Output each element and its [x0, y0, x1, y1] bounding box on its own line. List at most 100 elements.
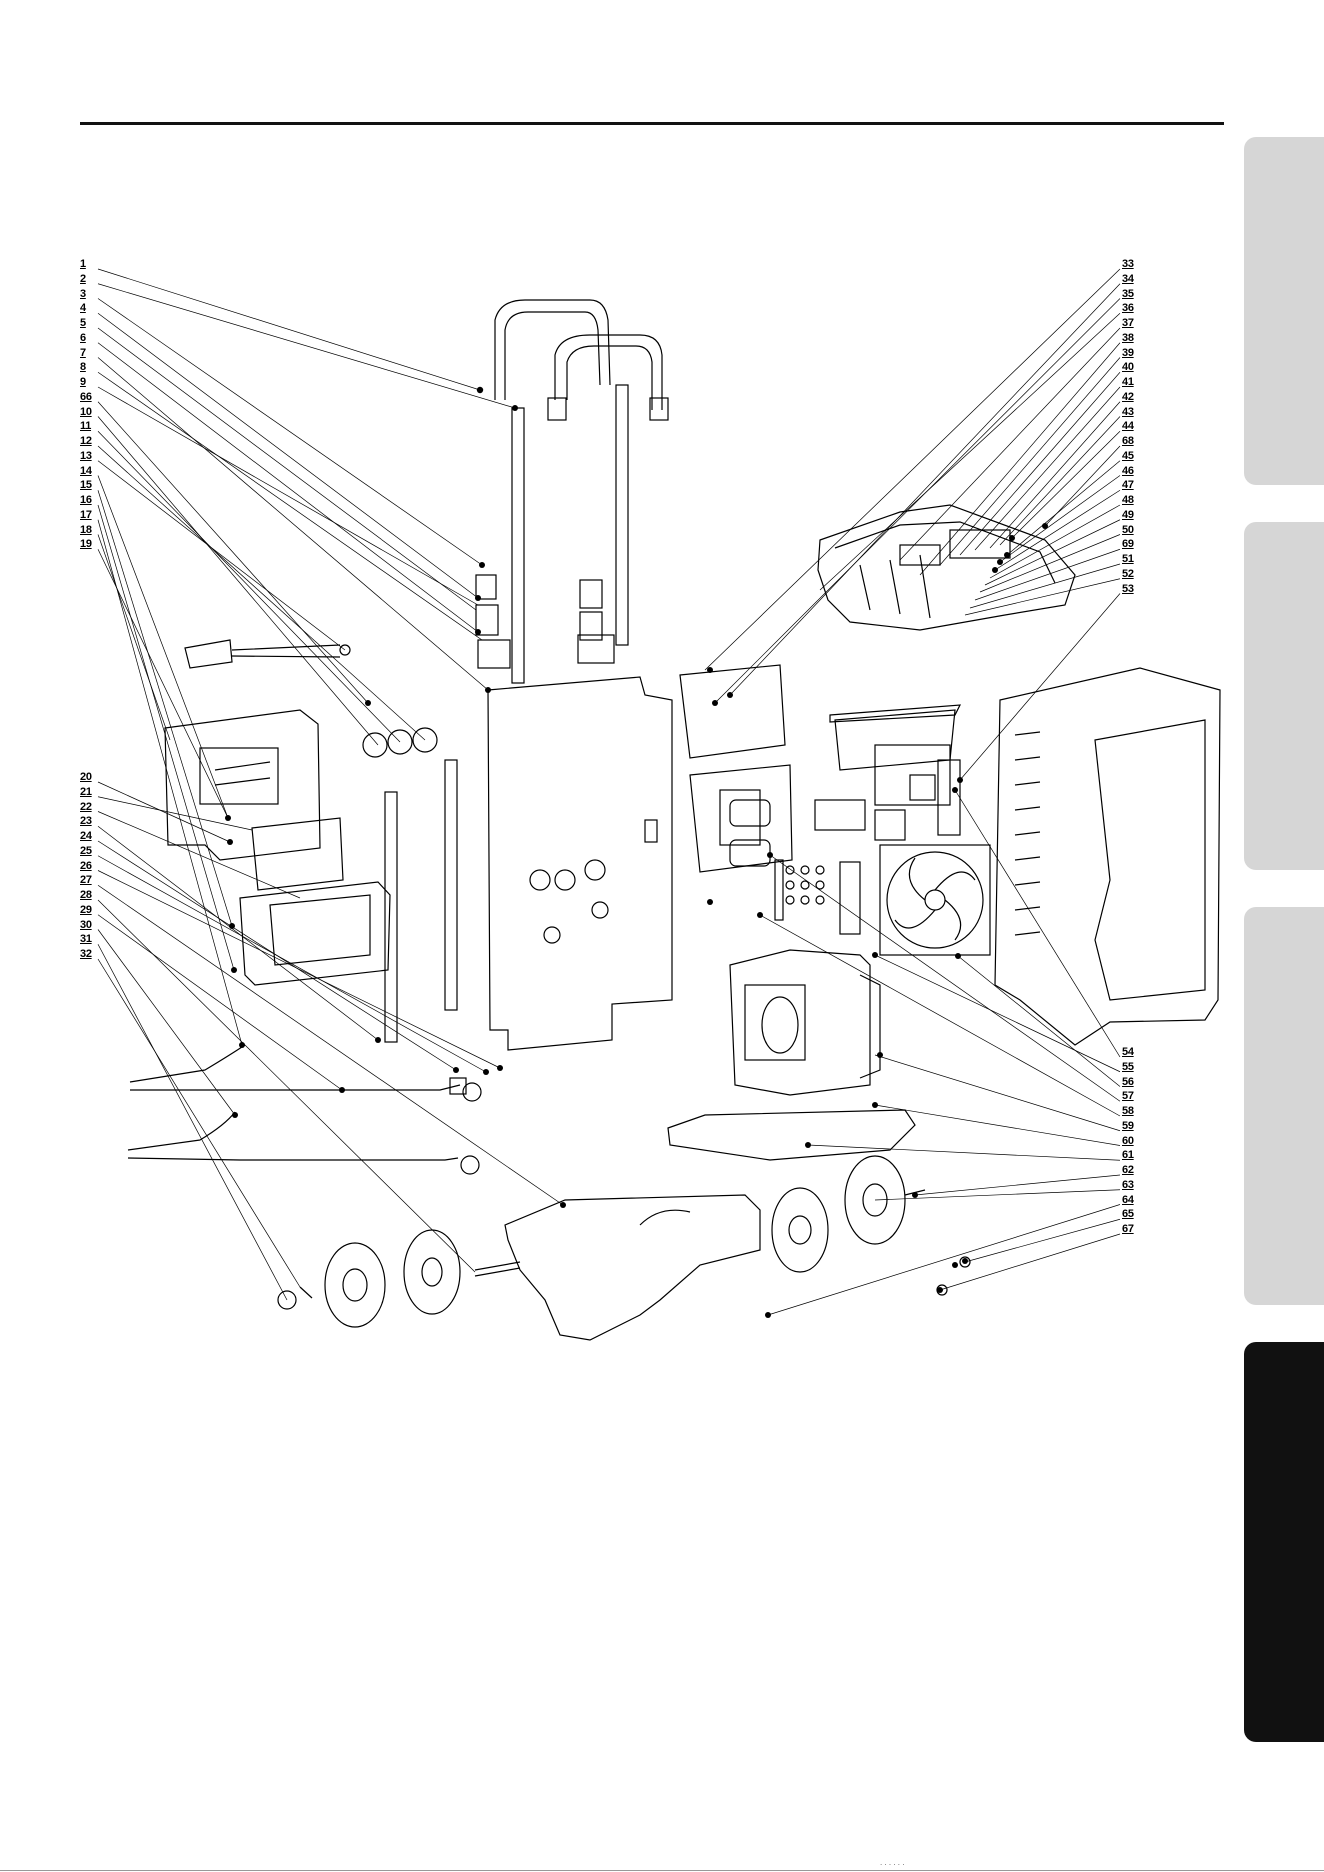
- callout-right-67: 67: [1122, 1223, 1134, 1235]
- leader-left-29: [98, 915, 342, 1090]
- leader-right-52: [965, 579, 1120, 615]
- callout-left-15: 15: [80, 479, 92, 491]
- callout-left-28: 28: [80, 889, 92, 901]
- callout-left-11: 11: [80, 420, 91, 432]
- leader-left-6: [98, 343, 478, 632]
- callout-left-25: 25: [80, 845, 92, 857]
- callout-right-33: 33: [1122, 258, 1134, 270]
- leader-right-42: [990, 402, 1120, 548]
- leader-left-20: [98, 782, 230, 842]
- callout-right-35: 35: [1122, 288, 1134, 300]
- leader-left-16: [98, 505, 234, 970]
- callout-right-53: 53: [1122, 583, 1134, 595]
- leader-left-28: [98, 900, 475, 1272]
- leader-right-35: [715, 299, 1120, 704]
- callout-right-47: 47: [1122, 479, 1134, 491]
- leader-left-7: [98, 358, 488, 691]
- callout-right-50: 50: [1122, 524, 1134, 536]
- leader-right-33: [705, 269, 1120, 670]
- callout-right-61: 61: [1122, 1149, 1134, 1161]
- callout-left-23: 23: [80, 815, 92, 827]
- leader-right-54: [955, 790, 1120, 1057]
- leader-left-19: [98, 549, 228, 818]
- leader-left-30: [98, 930, 235, 1116]
- callout-right-60: 60: [1122, 1135, 1134, 1147]
- leader-left-26: [98, 871, 500, 1069]
- leader-left-4: [98, 313, 478, 598]
- callout-right-55: 55: [1122, 1061, 1134, 1073]
- callout-left-6: 6: [80, 332, 86, 344]
- leader-right-57: [770, 855, 1120, 1101]
- callout-left-10: 10: [80, 406, 92, 418]
- callout-right-59: 59: [1122, 1120, 1134, 1132]
- callout-left-3: 3: [80, 288, 86, 300]
- callout-right-63: 63: [1122, 1179, 1134, 1191]
- callout-right-51: 51: [1122, 553, 1134, 565]
- leader-right-69: [975, 549, 1120, 600]
- callout-right-65: 65: [1122, 1208, 1134, 1220]
- leader-left-9: [98, 387, 478, 605]
- callout-left-2: 2: [80, 273, 86, 285]
- leader-left-12: [98, 446, 425, 740]
- callout-left-32: 32: [80, 948, 92, 960]
- leader-left-3: [98, 299, 482, 566]
- leader-left-31: [98, 944, 287, 1300]
- leader-left-13: [98, 461, 345, 650]
- callout-right-57: 57: [1122, 1090, 1134, 1102]
- callout-left-4: 4: [80, 302, 86, 314]
- callout-right-69: 69: [1122, 538, 1134, 550]
- leader-left-32: [98, 959, 300, 1287]
- callout-left-16: 16: [80, 494, 92, 506]
- callout-left-30: 30: [80, 919, 92, 931]
- footer-text: · · · · · ·: [880, 1861, 904, 1869]
- callout-right-38: 38: [1122, 332, 1134, 344]
- footer-rule: [0, 1870, 1324, 1871]
- leader-left-27: [98, 885, 563, 1205]
- leader-right-55: [875, 955, 1120, 1072]
- callout-right-54: 54: [1122, 1046, 1134, 1058]
- callout-right-68: 68: [1122, 435, 1134, 447]
- callout-left-14: 14: [80, 465, 92, 477]
- callout-left-17: 17: [80, 509, 92, 521]
- callout-left-7: 7: [80, 347, 86, 359]
- leader-right-60: [875, 1105, 1120, 1146]
- leader-left-5: [98, 328, 476, 610]
- leader-right-58: [760, 915, 1120, 1116]
- callout-left-21: 21: [80, 786, 92, 798]
- callout-right-43: 43: [1122, 406, 1134, 418]
- leader-right-45: [1007, 461, 1120, 555]
- leader-right-36: [820, 313, 1120, 590]
- callout-right-44: 44: [1122, 420, 1134, 432]
- callout-right-56: 56: [1122, 1076, 1134, 1088]
- callout-right-62: 62: [1122, 1164, 1134, 1176]
- callout-right-41: 41: [1122, 376, 1134, 388]
- leader-right-64: [768, 1205, 1120, 1316]
- leader-left-2: [98, 284, 515, 408]
- callout-left-19: 19: [80, 538, 92, 550]
- callout-right-40: 40: [1122, 361, 1134, 373]
- callout-right-45: 45: [1122, 450, 1134, 462]
- callout-left-8: 8: [80, 361, 86, 373]
- callout-left-13: 13: [80, 450, 92, 462]
- callout-right-42: 42: [1122, 391, 1134, 403]
- callout-right-39: 39: [1122, 347, 1134, 359]
- leader-left-1: [98, 269, 480, 390]
- callout-left-31: 31: [80, 933, 92, 945]
- callout-left-20: 20: [80, 771, 92, 783]
- leader-left-8: [98, 372, 482, 640]
- leader-left-25: [98, 856, 486, 1072]
- callout-left-9: 9: [80, 376, 86, 388]
- callout-right-52: 52: [1122, 568, 1134, 580]
- callout-left-24: 24: [80, 830, 92, 842]
- callout-left-66: 66: [80, 391, 92, 403]
- leader-left-10: [98, 417, 378, 746]
- callout-left-12: 12: [80, 435, 92, 447]
- callout-right-58: 58: [1122, 1105, 1134, 1117]
- callout-left-27: 27: [80, 874, 92, 886]
- callout-right-48: 48: [1122, 494, 1134, 506]
- leader-right-63: [875, 1190, 1120, 1200]
- callout-left-5: 5: [80, 317, 86, 329]
- callout-right-49: 49: [1122, 509, 1134, 521]
- leader-left-66: [98, 402, 368, 703]
